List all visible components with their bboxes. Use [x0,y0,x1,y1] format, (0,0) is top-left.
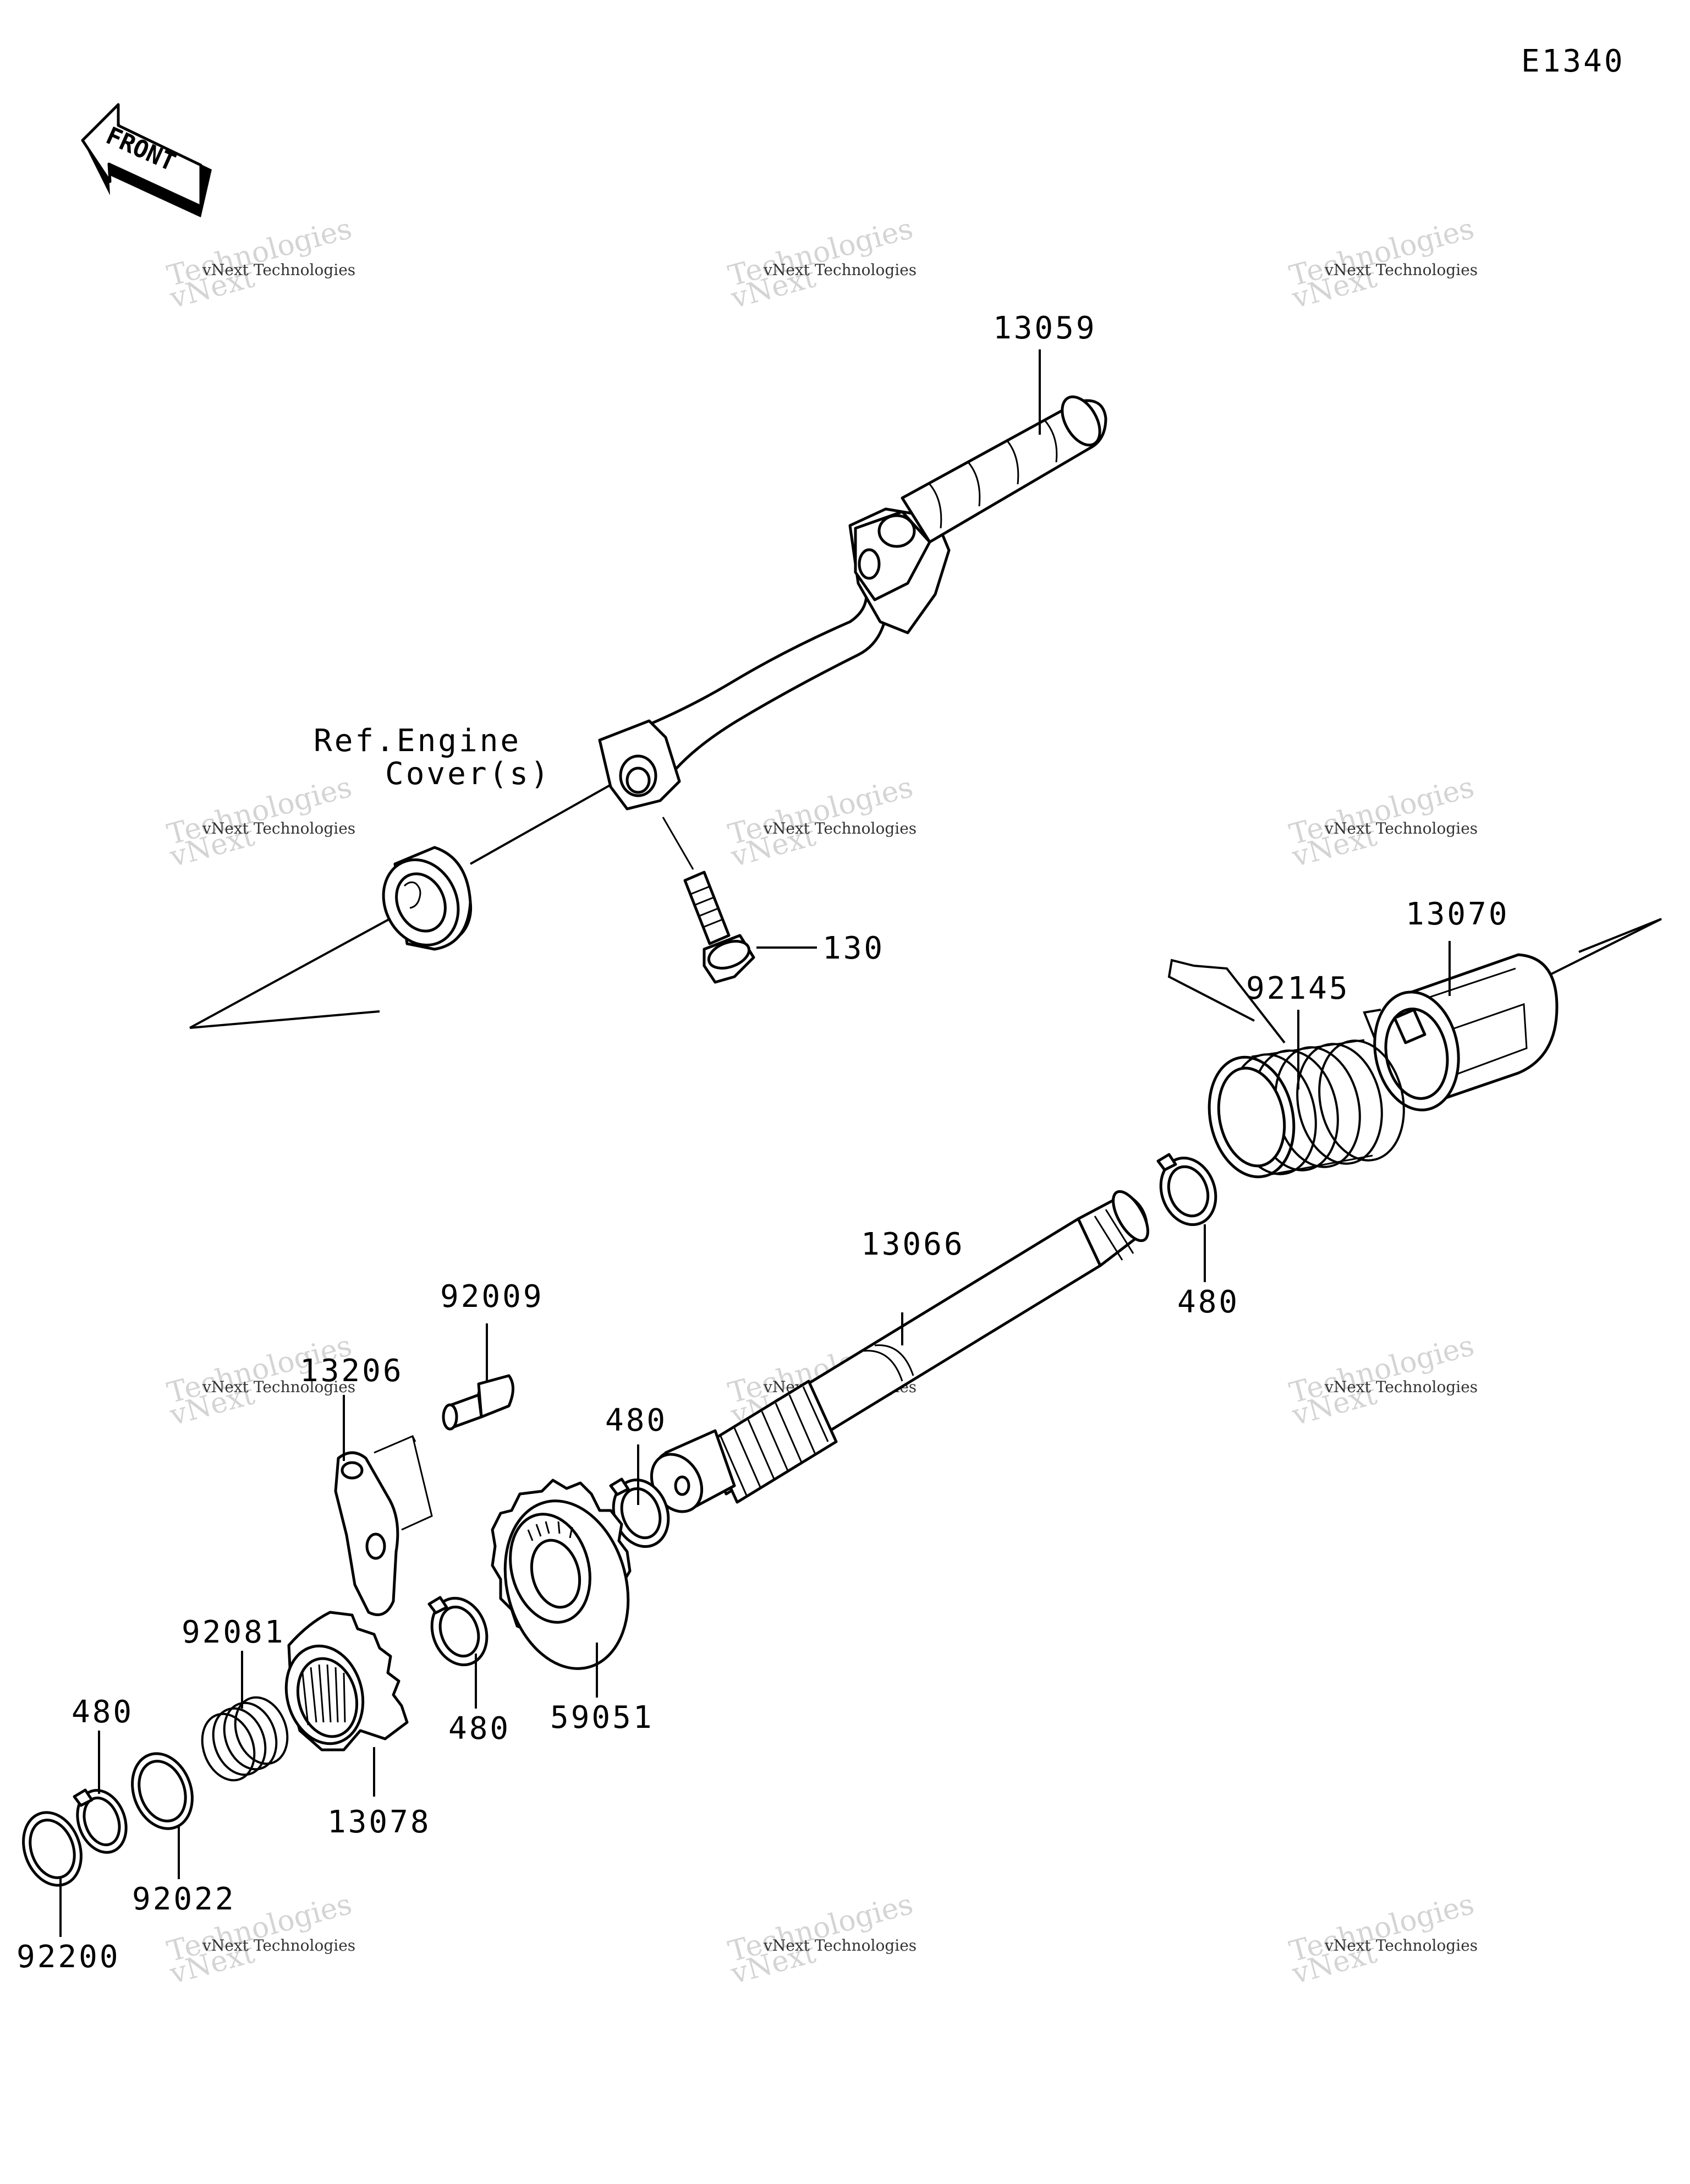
svg-text:Technologies: Technologies [1286,771,1478,852]
svg-text:Technologies: Technologies [1286,212,1478,293]
svg-text:vNext Technologies: vNext Technologies [202,819,355,838]
kick-gear [491,1479,632,1670]
svg-text:vNext Technologies: vNext Technologies [1324,1936,1478,1955]
svg-text:Technologies: Technologies [1286,1329,1478,1410]
svg-text:vNext Technologies: vNext Technologies [763,819,917,838]
ratchet-spring [201,1696,289,1782]
svg-text:Technologies: Technologies [164,212,355,293]
callout-130: 130 [822,930,885,966]
circlip-upper [1156,1153,1217,1227]
washer-end [22,1811,83,1887]
svg-text:vNext Technologies: vNext Technologies [763,1936,917,1955]
svg-text:vNext Technologies: vNext Technologies [202,1936,355,1955]
svg-text:vNext Technologies: vNext Technologies [763,261,917,279]
kick-shaft [650,1190,1149,1513]
callout-480-upper: 480 [1177,1284,1239,1320]
diagram-code: E1340 [1521,43,1625,79]
callout-480-shaft: 480 [605,1403,667,1438]
callout-92200: 92200 [17,1939,120,1975]
callout-13078: 13078 [327,1804,431,1840]
callout-13066: 13066 [861,1227,965,1262]
bolt [662,817,755,984]
circlip-shaft [609,1477,670,1548]
callout-480-end: 480 [72,1694,134,1730]
callout-labels: 13059 130 13070 92145 480 13066 92009 13… [17,310,1510,1975]
oil-seal [382,846,473,951]
pedal-axis-line [189,778,622,1029]
callout-59051: 59051 [550,1700,654,1736]
kick-pedal [598,395,1107,811]
washer [131,1752,194,1830]
svg-text:vNext Technologies: vNext Technologies [202,1378,355,1396]
shaft-axis-line [1551,918,1662,975]
callout-92009: 92009 [440,1279,544,1315]
svg-text:vNext Technologies: vNext Technologies [202,261,355,279]
front-arrow-icon: FRONT [81,103,212,217]
kick-spring [1167,959,1405,1179]
reference-note-line2: Cover(s) [385,756,551,792]
svg-text:vNext Technologies: vNext Technologies [1324,1378,1478,1396]
callout-leaders [59,349,1451,1937]
callout-13059: 13059 [993,310,1097,346]
reference-note-line1: Ref.Engine [314,723,521,759]
ratchet [284,1611,409,1751]
callout-92022: 92022 [132,1881,236,1917]
callout-13070: 13070 [1406,896,1510,932]
stopper-plate [334,1435,433,1616]
callout-13206: 13206 [300,1353,404,1389]
svg-text:Technologies: Technologies [164,771,355,852]
svg-text:vNext Technologies: vNext Technologies [1324,261,1478,279]
svg-text:Technologies: Technologies [1286,1888,1478,1969]
svg-text:vNext Technologies: vNext Technologies [1324,819,1478,838]
callout-92145: 92145 [1246,971,1350,1006]
svg-text:Technologies: Technologies [725,212,917,293]
reference-note: Ref.Engine Cover(s) [314,723,551,792]
spring-guide [1373,953,1559,1112]
circlip-end [73,1788,128,1854]
screw [442,1374,514,1431]
svg-text:Technologies: Technologies [725,771,917,852]
circlip-gear [427,1596,489,1667]
callout-480-gear: 480 [448,1711,511,1747]
callout-92081: 92081 [182,1614,286,1650]
svg-text:Technologies: Technologies [725,1888,917,1969]
